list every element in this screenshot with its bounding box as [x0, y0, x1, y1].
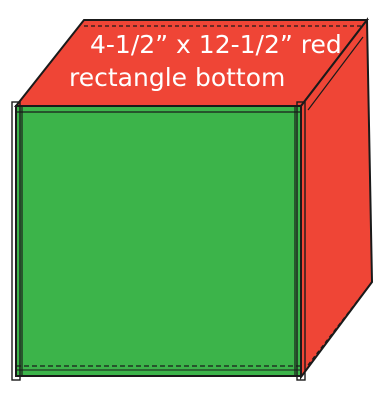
- left-post: [11, 101, 21, 381]
- top-label-line1: 4-1/2” x 12-1/2” red: [90, 30, 342, 59]
- front-face: [15, 105, 302, 377]
- right-post: [296, 101, 306, 381]
- right-face-bottom-seam: [307, 286, 369, 366]
- top-label-line2: rectangle bottom: [69, 63, 285, 92]
- right-face-seam: [307, 36, 364, 111]
